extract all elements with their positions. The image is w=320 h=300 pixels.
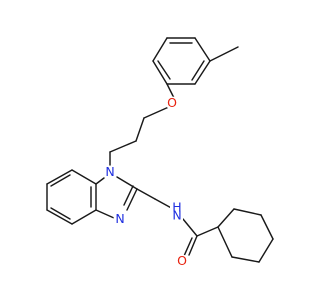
benzimidazole-n1-atom: N	[103, 164, 117, 179]
carbonyl-oxygen-label: O	[177, 253, 187, 268]
benzimidazole-n3-label: N	[115, 211, 124, 226]
amide-nitrogen-atom: H N	[170, 200, 183, 231]
benzimidazole-n3-atom: N	[113, 211, 127, 226]
benzimidazole-core	[46, 169, 138, 225]
ethyl-linker	[136, 188, 176, 211]
structure-canvas: O N N H N O	[46, 37, 274, 268]
tolyl-ring	[152, 37, 211, 85]
oxygen-propyl-bond	[143, 105, 172, 119]
carbonyl-oxygen-atom: O	[175, 253, 189, 268]
ether-oxygen-label: O	[167, 95, 177, 110]
amide-hydrogen-label: H	[172, 200, 181, 215]
benzimidazole-n1-label: N	[105, 164, 114, 179]
molecule-structure: O N N H N O	[46, 37, 274, 268]
cyclohexane-ring	[217, 208, 274, 263]
tolyl-methyl-bond	[209, 46, 239, 62]
amide-group	[182, 218, 219, 257]
ether-oxygen-atom: O	[165, 95, 179, 110]
propyl-chain	[109, 117, 145, 153]
amide-nitrogen-label: N	[172, 208, 181, 223]
